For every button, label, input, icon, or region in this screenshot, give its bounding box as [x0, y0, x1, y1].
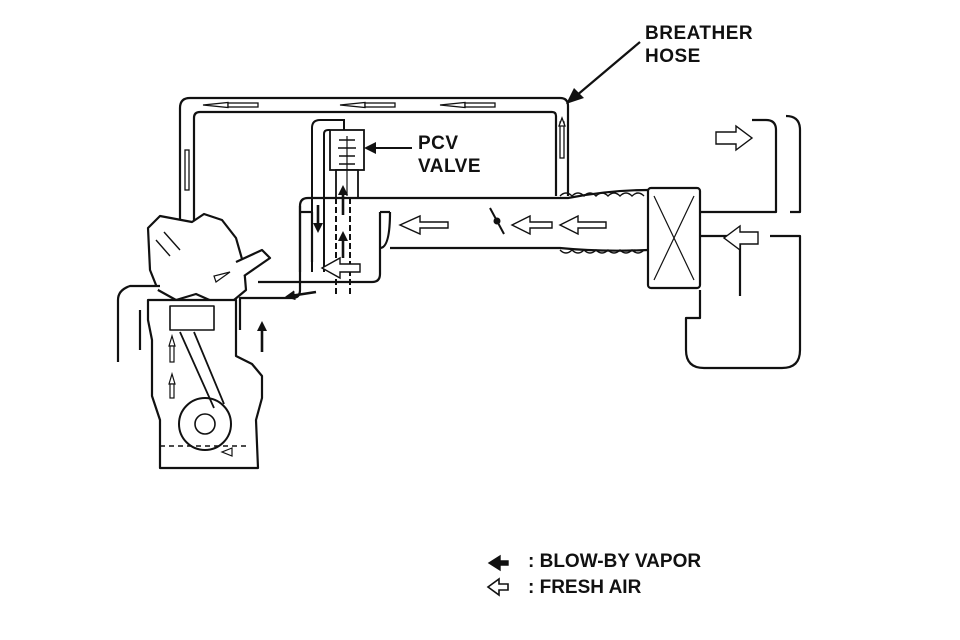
- breather-hose: [178, 96, 570, 222]
- pcv-valve-label-line1: PCV: [418, 133, 459, 154]
- pcv-valve: [329, 129, 365, 199]
- throttle-plate: [489, 207, 505, 235]
- blow-by-vapor-arrows: [257, 185, 348, 352]
- legend-item-fresh-air: : FRESH AIR: [490, 577, 641, 599]
- legend-swatch-spacer: [490, 553, 526, 571]
- engine-block: [116, 212, 272, 470]
- legend-label-fresh-air: : FRESH AIR: [528, 577, 642, 598]
- engine-interior-arrows: [168, 271, 233, 457]
- solid-left-arrow-icon: [487, 554, 509, 572]
- legend-glyphs: [486, 554, 509, 597]
- legend-swatch-spacer: [490, 579, 526, 597]
- corrugated-hose: [559, 192, 645, 254]
- breather-hose-label: BREATHER HOSE: [645, 22, 753, 68]
- intake-fresh-air-arrows: [320, 124, 759, 280]
- breather-hose-fresh-air-arrows: [184, 101, 566, 191]
- hollow-left-arrow-icon: [486, 577, 509, 597]
- pcv-valve-label: PCV VALVE: [418, 132, 481, 178]
- legend-item-blow-by-vapor: : BLOW-BY VAPOR: [490, 551, 701, 573]
- pcv-pipe: [311, 119, 351, 296]
- breather-hose-label-line1: BREATHER: [645, 23, 754, 44]
- legend-label-blow-by-vapor: : BLOW-BY VAPOR: [528, 551, 702, 572]
- pcv-valve-callout: [364, 142, 412, 154]
- breather-hose-callout: [566, 41, 641, 104]
- breather-hose-label-line2: HOSE: [645, 46, 701, 67]
- pcv-valve-label-line2: VALVE: [418, 156, 482, 177]
- intake-tract: [238, 114, 802, 370]
